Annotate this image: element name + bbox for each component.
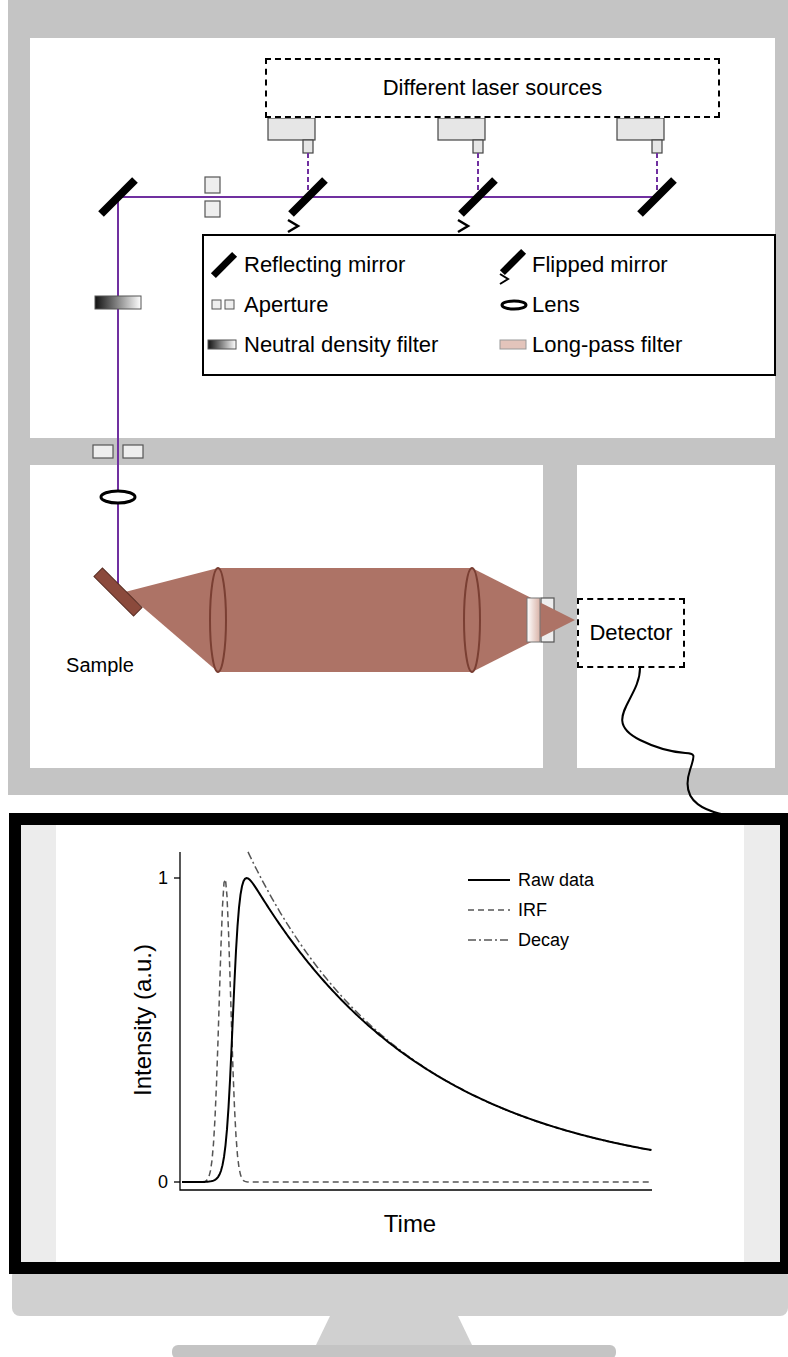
monitor-foot — [172, 1345, 616, 1357]
legend-text: IRF — [518, 900, 547, 921]
legend-entry: Raw data — [518, 870, 594, 891]
sample-label: Sample — [66, 654, 134, 677]
flipped-mirror — [288, 177, 498, 232]
node-label: Different laser sources — [383, 75, 603, 101]
legend-entry: Neutral density filter — [244, 332, 438, 357]
monitor-base — [12, 1268, 788, 1316]
chart-axes — [174, 852, 652, 1190]
reflecting-mirror — [98, 177, 677, 217]
legend-entry: Long-pass filter — [532, 332, 682, 357]
long-pass-filter — [527, 598, 540, 642]
monitor-screen — [56, 825, 744, 1262]
chart-legend-lines — [468, 880, 510, 940]
detector-box: Detector — [577, 598, 685, 668]
decay-curve — [248, 852, 652, 1150]
raw-curve — [182, 878, 652, 1182]
legend-entry: Decay — [518, 930, 569, 951]
emission-beam — [125, 568, 575, 672]
axis-title: Intensity (a.u.) — [129, 944, 157, 1096]
legend-text: Neutral density filter — [244, 332, 438, 357]
tick-label: 0 — [158, 1172, 168, 1193]
legend-entry: Flipped mirror — [532, 252, 668, 277]
legend-text: Raw data — [518, 870, 594, 891]
legend-entry: Lens — [532, 292, 580, 317]
cable — [622, 668, 752, 818]
legend-entry: IRF — [518, 900, 547, 921]
legend-text: Decay — [518, 930, 569, 951]
legend-text: Long-pass filter — [532, 332, 682, 357]
legend-text: Flipped mirror — [532, 252, 668, 277]
chart-curves — [182, 852, 652, 1182]
lens — [101, 491, 135, 503]
frame — [8, 0, 788, 795]
legend-text: Lens — [532, 292, 580, 317]
legend-text: Aperture — [244, 292, 328, 317]
collection-lens — [210, 568, 480, 672]
panel — [577, 465, 775, 768]
monitor-frame — [15, 819, 786, 1268]
legend-entry: Aperture — [244, 292, 328, 317]
panel — [30, 38, 775, 438]
monitor-neck — [316, 1316, 472, 1345]
legend-box — [203, 235, 775, 375]
axis-title: Time — [384, 1210, 436, 1238]
tick-label: 1 — [158, 868, 168, 889]
laser-sources-box: Different laser sources — [265, 58, 720, 118]
legend-text: Reflecting mirror — [244, 252, 405, 277]
node-label: Detector — [589, 620, 672, 646]
laser-heads — [268, 118, 664, 153]
irf-curve — [182, 879, 650, 1182]
legend-entry: Reflecting mirror — [244, 252, 405, 277]
nd-filter — [95, 296, 141, 309]
sample — [94, 568, 142, 616]
